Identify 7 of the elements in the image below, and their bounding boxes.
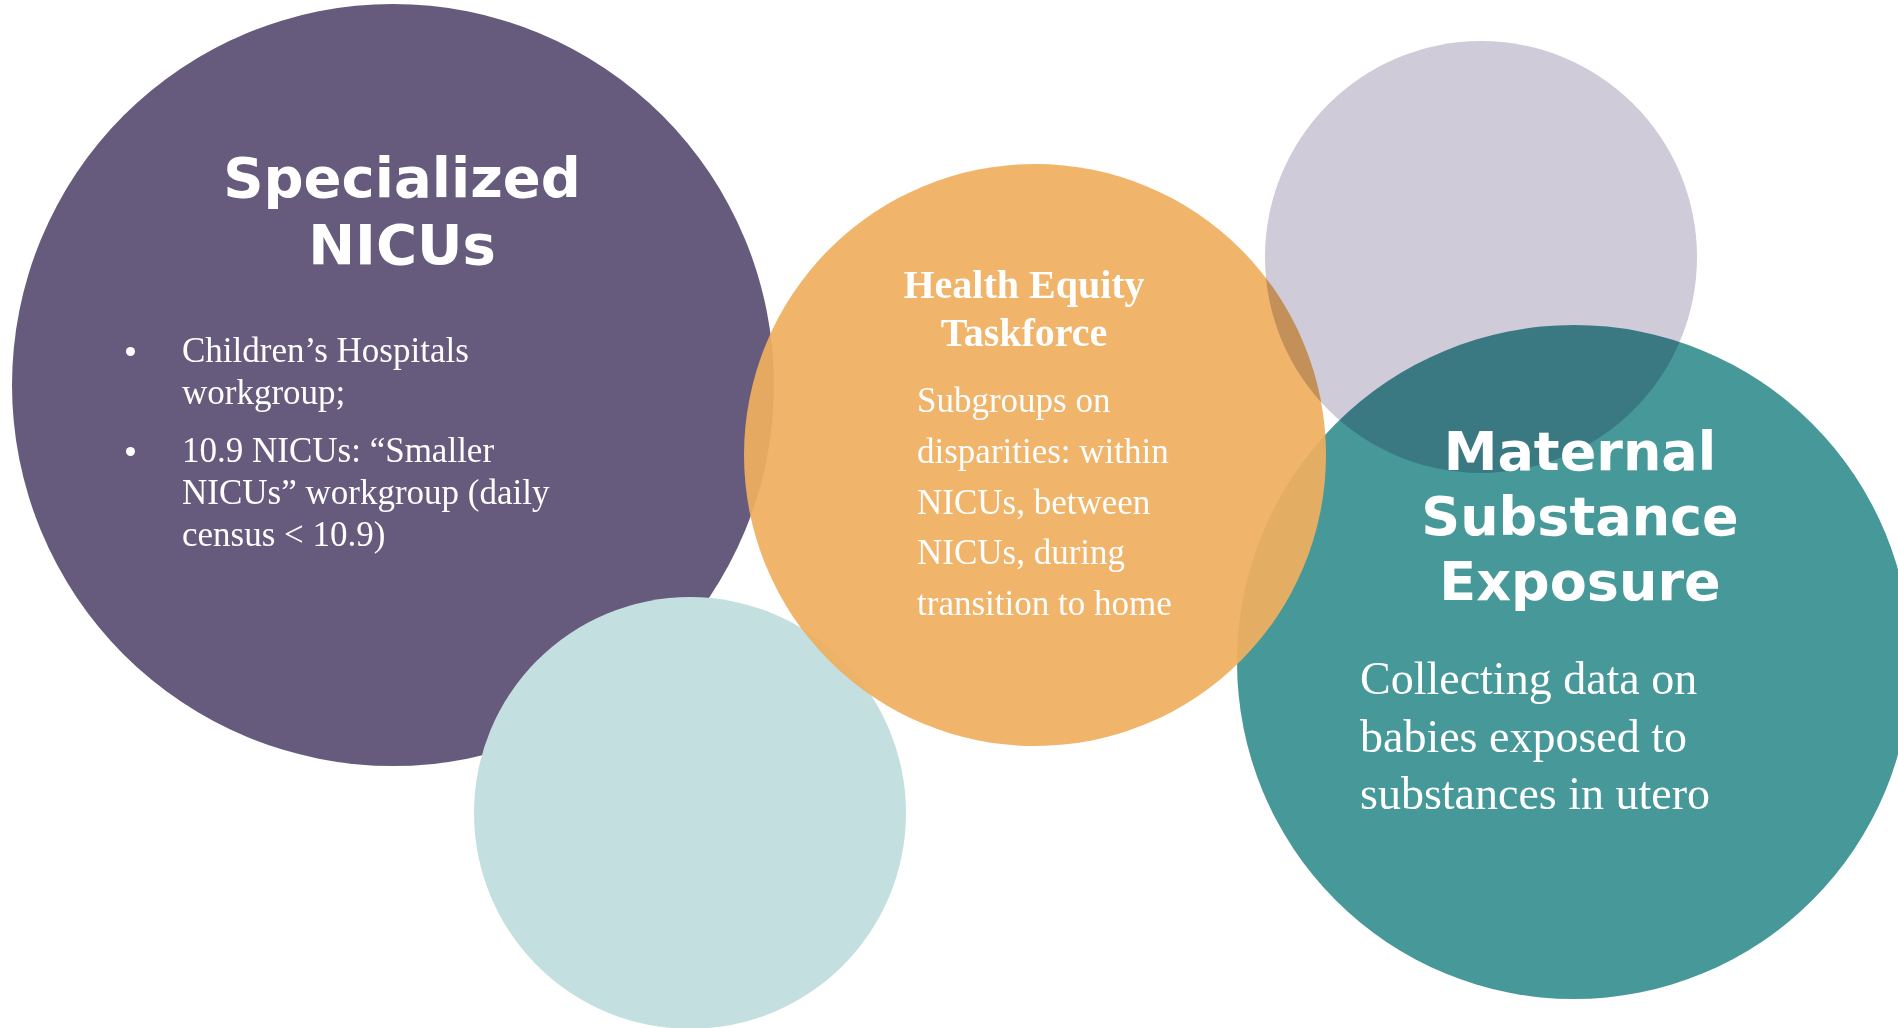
bullet-item: 10.9 NICUs: “Smaller NICUs” workgroup (daily census < 10.9) <box>182 430 592 556</box>
topic-heading: Maternal Substance Exposure <box>1420 420 1740 615</box>
topic-heading: Specialized NICUs <box>222 144 582 279</box>
topic-description: Subgroups on disparities: within NICUs, between NICUs, during transition to home <box>917 380 1173 625</box>
topic-description: Collecting data on babies exposed to substances in utero <box>1360 652 1712 821</box>
topic-heading: Health Equity Taskforce <box>902 261 1146 357</box>
bullet-item: Children’s Hospitals workgroup; <box>182 330 592 414</box>
